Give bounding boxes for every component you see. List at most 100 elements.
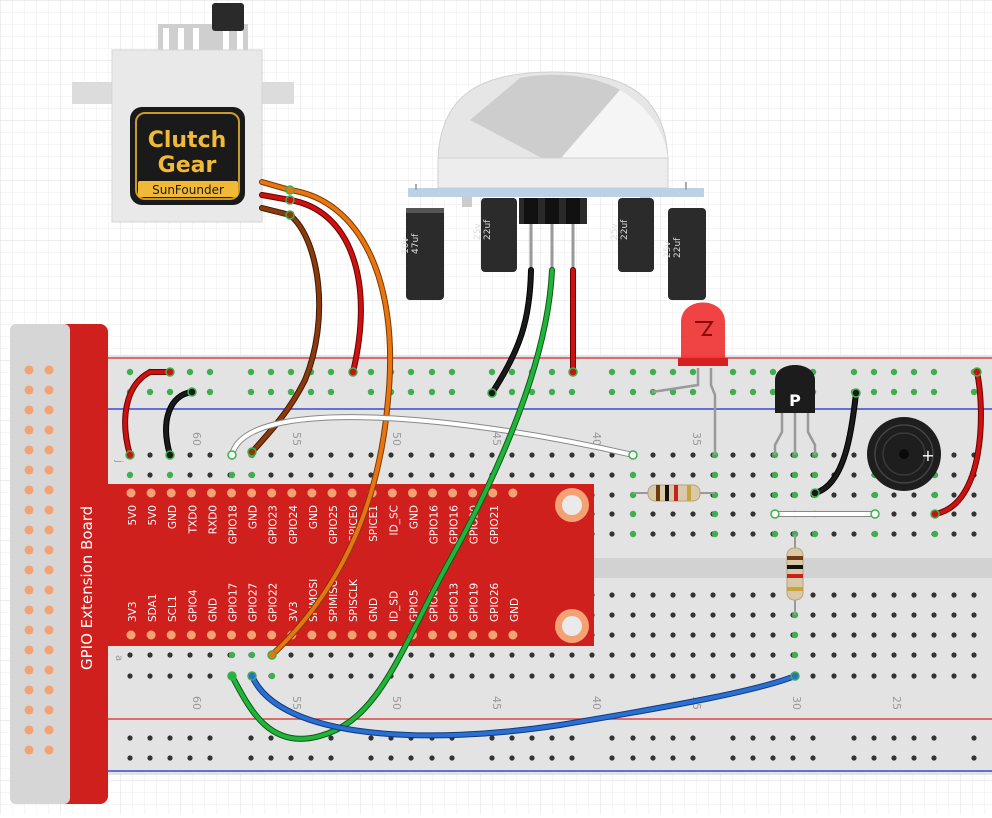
breadboard-hole — [549, 472, 555, 478]
breadboard-hole — [549, 452, 555, 458]
breadboard-hole — [670, 452, 676, 458]
breadboard-hole — [569, 452, 575, 458]
transistor-leg — [773, 413, 784, 455]
rail-hole — [368, 755, 374, 761]
cobbler-top-label: RXD0 — [207, 505, 219, 534]
cobbler-bottom-label: GPIO5 — [408, 589, 420, 622]
cobbler-pin — [508, 488, 518, 498]
header-pin — [44, 365, 54, 375]
breadboard-hole — [750, 673, 756, 679]
capacitor — [481, 198, 517, 272]
breadboard-hole — [730, 492, 736, 498]
breadboard-hole — [971, 632, 977, 638]
led-cathode-leg — [651, 368, 700, 394]
header-pin — [44, 405, 54, 415]
breadboard-hole — [569, 472, 575, 478]
wire-servo-red — [260, 193, 363, 374]
rail-hole — [207, 735, 213, 741]
breadboard-hole — [670, 632, 676, 638]
breadboard-hole — [690, 592, 696, 598]
breadboard-hole — [690, 673, 696, 679]
rail-hole — [790, 735, 796, 741]
breadboard-hole — [207, 652, 213, 658]
breadboard-hole — [609, 652, 615, 658]
breadboard-hole — [589, 652, 595, 658]
breadboard-hole — [589, 472, 595, 478]
column-number: 60 — [190, 432, 203, 446]
pir-header-pin — [566, 198, 580, 224]
connected-hole — [791, 631, 799, 639]
header-pin — [24, 465, 34, 475]
breadboard-hole — [167, 652, 173, 658]
wire-endpoint — [165, 450, 175, 460]
pir-motion-sensor: 10v 47uf 25v 22uf 25v 22uf 25v 22uf — [401, 71, 706, 300]
capacitor-label: 10v — [401, 237, 411, 254]
rail-hole-connected — [488, 368, 496, 376]
breadboard-hole — [770, 592, 776, 598]
resistor-vertical — [786, 534, 804, 615]
row-letter: j — [113, 459, 124, 463]
wire-endpoint — [770, 509, 780, 519]
rail-hole-connected — [247, 368, 255, 376]
cobbler-pin — [307, 488, 317, 498]
cobbler-bottom-label: SDA1 — [147, 594, 159, 622]
cobbler-pin — [247, 630, 257, 640]
wire-black-transistor — [813, 391, 858, 495]
breadboard-hole — [147, 673, 153, 679]
breadboard-hole — [328, 652, 334, 658]
breadboard-hole — [429, 652, 435, 658]
cobbler-pin — [468, 488, 478, 498]
transistor-leg — [806, 413, 817, 455]
cobbler-top-label: GPIO25 — [328, 505, 340, 544]
rail-hole — [971, 735, 977, 741]
cobbler-pin — [488, 488, 498, 498]
cobbler-top-label: TXD0 — [187, 505, 199, 534]
gpio-header-pins — [24, 365, 54, 755]
rail-hole-connected — [689, 368, 697, 376]
rail-hole — [429, 755, 435, 761]
rail-hole-connected — [508, 388, 516, 396]
breadboard-hole — [609, 592, 615, 598]
breadboard-hole — [891, 592, 897, 598]
servo-label-plate — [130, 107, 245, 205]
servo-maker-strip — [138, 181, 238, 197]
cobbler-pin — [407, 488, 417, 498]
breadboard-hole — [388, 472, 394, 478]
rail-hole-connected — [428, 368, 436, 376]
gpio-ribbon-connector — [10, 324, 70, 804]
breadboard-hole — [650, 612, 656, 618]
cobbler-pin — [227, 630, 236, 640]
rail-hole-connected — [428, 388, 436, 396]
connected-hole — [871, 491, 879, 499]
rail-hole — [127, 755, 133, 761]
rail-hole — [187, 735, 193, 741]
header-pin — [24, 725, 34, 735]
cobbler-bottom-label: GPIO26 — [489, 582, 501, 622]
rail-hole — [871, 735, 877, 741]
cobbler-pin — [327, 630, 337, 640]
cobbler-bottom-label: 3V3 — [288, 601, 300, 622]
cobbler-pin — [367, 630, 377, 640]
cobbler-top-label: 5V0 — [127, 505, 139, 526]
breadboard-hole — [710, 592, 716, 598]
cobbler-pin — [166, 630, 176, 640]
column-number: 45 — [490, 696, 503, 710]
breadboard-hole — [831, 632, 837, 638]
breadboard-hole — [710, 632, 716, 638]
breadboard-hole — [569, 652, 575, 658]
wire-servo-orange — [260, 180, 393, 657]
breadboard-hole — [690, 472, 696, 478]
cobbler-pin — [428, 630, 437, 640]
header-pin — [44, 685, 54, 695]
breadboard-hole — [650, 472, 656, 478]
connected-hole — [248, 651, 256, 659]
breadboard-hole — [770, 673, 776, 679]
connected-hole — [771, 530, 779, 538]
led-anode-leg — [709, 368, 717, 455]
connected-hole — [931, 491, 939, 499]
rail-hole-connected — [508, 368, 516, 376]
cobbler-pin — [126, 488, 136, 498]
wire-red-right — [933, 370, 983, 516]
servo-shaft-gear — [212, 3, 244, 31]
